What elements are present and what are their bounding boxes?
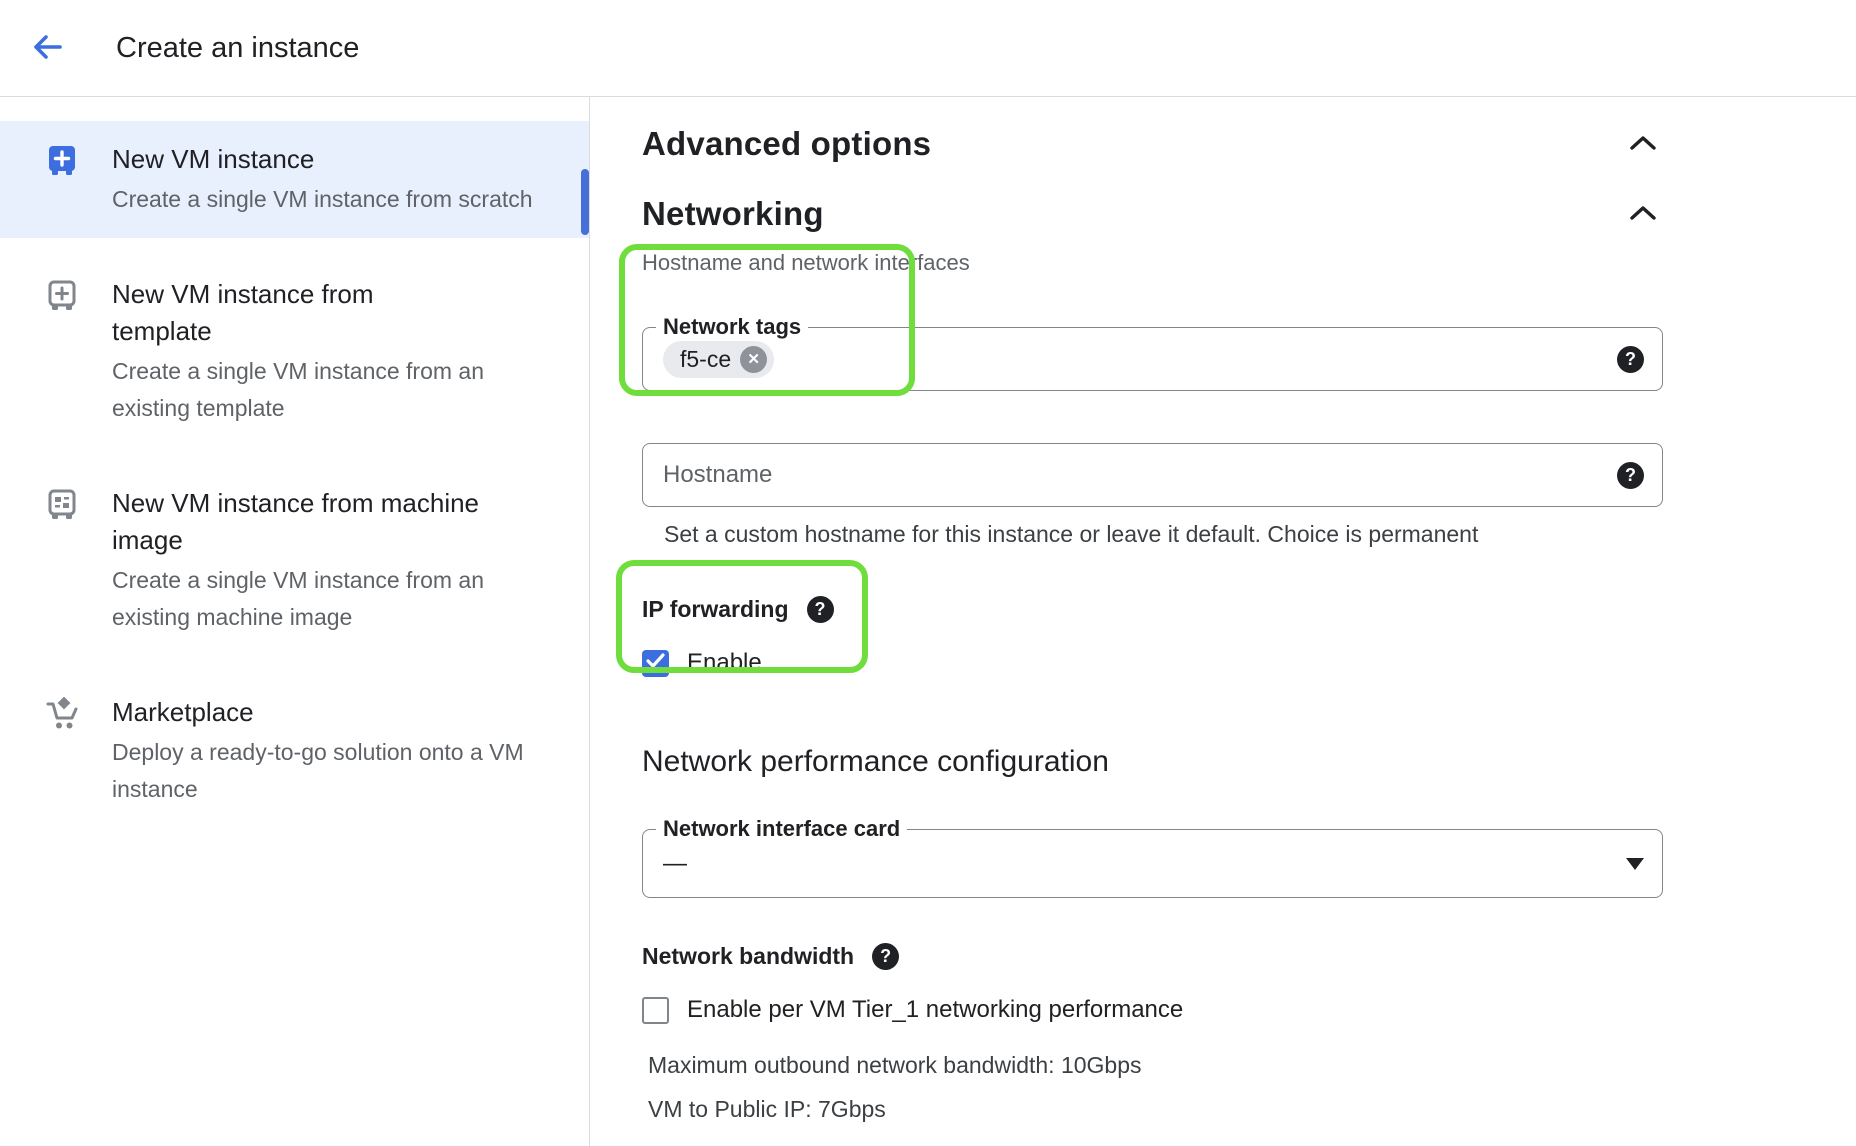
networking-section-header: Networking bbox=[642, 194, 1663, 234]
hostname-help-icon[interactable]: ? bbox=[1617, 461, 1644, 489]
chip-remove-button[interactable]: ✕ bbox=[740, 345, 768, 373]
sidebar-item-title: New VM instance bbox=[112, 144, 315, 174]
network-performance-title: Network performance configuration bbox=[642, 745, 1109, 778]
network-interface-card-label: Network interface card bbox=[656, 816, 908, 842]
network-tags-label: Network tags bbox=[656, 314, 809, 340]
page-title: Create an instance bbox=[116, 31, 360, 64]
close-icon: ✕ bbox=[747, 351, 760, 368]
sidebar-item-title: New VM instance from machine image bbox=[112, 488, 480, 555]
advanced-options-title: Advanced options bbox=[642, 125, 932, 162]
network-interface-card-select[interactable]: Network interface card — bbox=[642, 816, 1663, 898]
sidebar-item-description: Create a single VM instance from an exis… bbox=[112, 567, 485, 630]
hostname-helper-text: Set a custom hostname for this instance … bbox=[664, 521, 1479, 547]
chevron-up-icon bbox=[1629, 134, 1657, 155]
ip-forwarding-header: IP forwarding ? bbox=[642, 596, 1663, 623]
sidebar: New VM instance Create a single VM insta… bbox=[0, 97, 590, 1146]
ip-forwarding-enable-row: Enable bbox=[642, 649, 1663, 677]
vm-machine-image-icon bbox=[46, 488, 78, 522]
network-interface-card-value: — bbox=[663, 849, 687, 877]
network-tag-chip: f5-ce ✕ bbox=[663, 340, 775, 378]
main-panel: Advanced options Networking bbox=[590, 97, 1856, 1146]
network-bandwidth-label: Network bandwidth bbox=[642, 943, 855, 969]
ip-forwarding-help-icon[interactable]: ? bbox=[806, 596, 834, 623]
hostname-field[interactable]: ? bbox=[642, 443, 1663, 507]
hostname-input[interactable] bbox=[663, 461, 1617, 489]
caret-down-icon bbox=[1626, 857, 1644, 870]
sidebar-item-title: New VM instance from template bbox=[112, 279, 374, 346]
marketplace-cart-icon bbox=[46, 696, 78, 731]
page-header: Create an instance bbox=[0, 0, 1856, 97]
checkmark-icon bbox=[646, 653, 665, 673]
sidebar-item-description: Create a single VM instance from scratch bbox=[112, 186, 533, 212]
ip-forwarding-enable-label: Enable bbox=[687, 649, 762, 676]
advanced-options-collapse-button[interactable] bbox=[1623, 124, 1663, 164]
ip-forwarding-label: IP forwarding bbox=[642, 596, 789, 622]
networking-collapse-button[interactable] bbox=[1623, 194, 1663, 234]
ip-forwarding-enable-checkbox[interactable] bbox=[642, 649, 669, 677]
sidebar-item-new-vm-from-machine-image[interactable]: New VM instance from machine image Creat… bbox=[0, 465, 589, 656]
tier1-networking-row: Enable per VM Tier_1 networking performa… bbox=[642, 996, 1663, 1024]
network-tags-help-icon[interactable]: ? bbox=[1617, 345, 1644, 373]
vm-plus-outline-icon bbox=[46, 279, 78, 313]
network-tags-field[interactable]: Network tags f5-ce ✕ ? bbox=[642, 314, 1663, 391]
sidebar-item-new-vm-instance[interactable]: New VM instance Create a single VM insta… bbox=[0, 121, 589, 238]
networking-subtitle: Hostname and network interfaces bbox=[642, 250, 970, 275]
network-bandwidth-help-icon[interactable]: ? bbox=[872, 943, 900, 970]
max-bandwidth-text: Maximum outbound network bandwidth: 10Gb… bbox=[648, 1052, 1142, 1078]
sidebar-item-marketplace[interactable]: Marketplace Deploy a ready-to-go solutio… bbox=[0, 674, 589, 828]
arrow-left-icon bbox=[30, 29, 66, 68]
advanced-options-section-header: Advanced options bbox=[642, 124, 1663, 164]
tier1-networking-checkbox[interactable] bbox=[642, 996, 669, 1024]
network-tag-chip-text: f5-ce bbox=[680, 345, 732, 372]
vm-to-public-ip-text: VM to Public IP: 7Gbps bbox=[648, 1096, 886, 1122]
networking-title: Networking bbox=[642, 195, 824, 232]
network-bandwidth-header: Network bandwidth ? bbox=[642, 943, 1663, 970]
vm-plus-filled-icon bbox=[46, 144, 78, 178]
sidebar-item-title: Marketplace bbox=[112, 697, 254, 727]
tier1-networking-label: Enable per VM Tier_1 networking performa… bbox=[687, 996, 1184, 1023]
back-button[interactable] bbox=[26, 26, 70, 70]
sidebar-item-description: Create a single VM instance from an exis… bbox=[112, 358, 485, 421]
chevron-up-icon bbox=[1629, 204, 1657, 225]
sidebar-item-description: Deploy a ready-to-go solution onto a VM … bbox=[112, 739, 524, 802]
sidebar-item-new-vm-from-template[interactable]: New VM instance from template Create a s… bbox=[0, 256, 589, 447]
sidebar-scrollbar-thumb[interactable] bbox=[581, 169, 589, 235]
